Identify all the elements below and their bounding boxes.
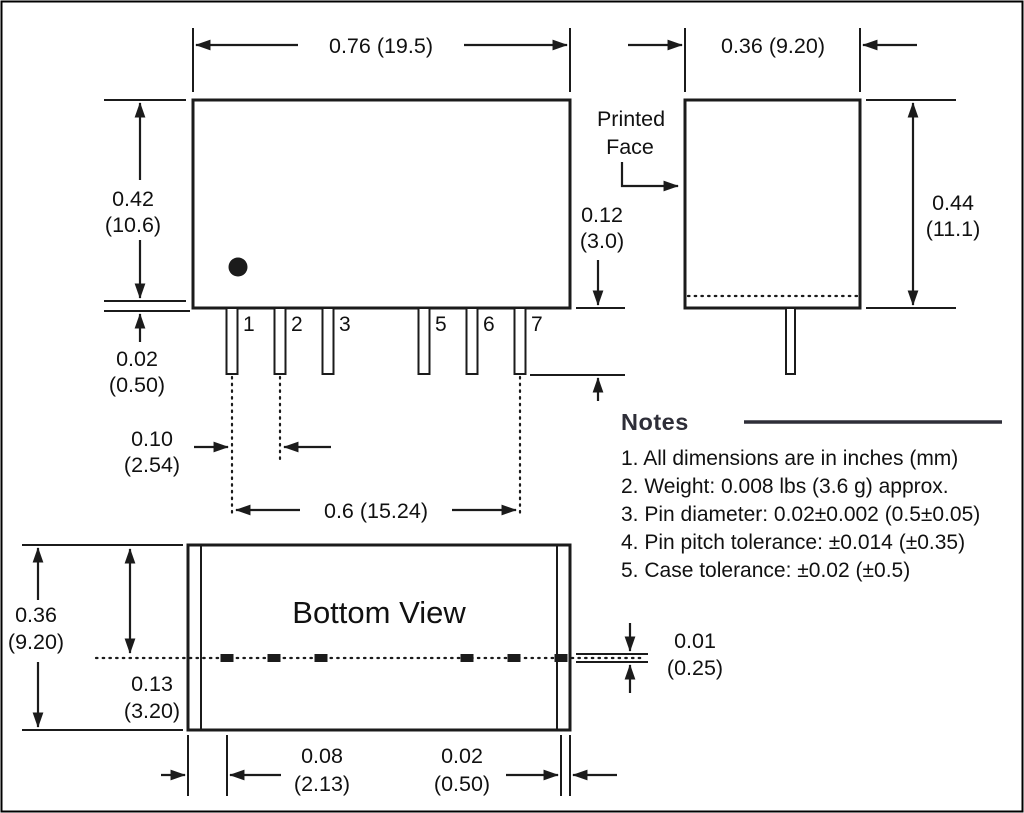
pin-lead-2 [273, 307, 287, 375]
note-item-5: 5. Case tolerance: ±0.02 (±0.5) [621, 559, 910, 582]
pin-pitch-label-in: 0.10 [131, 427, 173, 451]
side-view: 0.36 (9.20) 0.44 (11.1) Printed Face [597, 28, 981, 375]
edge-to-pin-label-in: 0.08 [301, 744, 343, 768]
solder-pad-1 [220, 654, 234, 662]
note-item-1: 1. All dimensions are in inches (mm) [621, 447, 958, 470]
side-view-pin [785, 307, 796, 375]
pin-number-3: 3 [339, 313, 351, 336]
pin-to-edge-label-mm: (0.50) [434, 772, 490, 796]
note-item-4: 4. Pin pitch tolerance: ±0.014 (±0.35) [621, 531, 965, 554]
standoff-dimension: 0.02 (0.50) [104, 310, 190, 397]
printed-face-callout: Printed Face [597, 107, 679, 192]
side-height-label-mm: (11.1) [926, 217, 981, 241]
pin-number-1: 1 [243, 313, 255, 336]
front-height-dimension: 0.42 (10.6) [104, 99, 186, 302]
edge-to-pin-label-mm: (2.13) [294, 772, 350, 796]
front-width-dimension: 0.76 (19.5) [192, 28, 571, 92]
pin-number-7: 7 [531, 313, 543, 336]
bottom-depth-label-in: 0.36 [15, 603, 57, 627]
pin-row-offset-dimension: 0.13 (3.20) [124, 548, 180, 723]
pin-lead-6 [465, 307, 479, 375]
edge-offset-dimensions: 0.08 (2.13) 0.02 (0.50) [161, 735, 617, 796]
front-height-label-in: 0.42 [112, 187, 154, 211]
printed-face-label-line2: Face [606, 135, 654, 159]
pin-lead-5 [417, 307, 431, 375]
note-item-2: 2. Weight: 0.008 lbs (3.6 g) approx. [621, 475, 949, 498]
solder-pad-2 [267, 654, 281, 662]
pad-width-dimension: 0.01 (0.25) [576, 623, 723, 693]
pin-to-edge-label-in: 0.02 [441, 744, 483, 768]
pin-span-label: 0.6 (15.24) [324, 499, 428, 523]
solder-pad-5 [460, 654, 474, 662]
pin-length-dimension: 0.12 (3.0) [530, 203, 625, 401]
side-view-body [683, 98, 862, 310]
standoff-label-mm: (0.50) [109, 373, 165, 397]
solder-pad-3 [314, 654, 328, 662]
notes-title: Notes [621, 409, 689, 435]
bottom-view-body [186, 543, 572, 732]
pin-span-dimension: 0.6 (15.24) [235, 499, 517, 523]
solder-pad-7 [554, 654, 568, 662]
note-item-3: 3. Pin diameter: 0.02±0.002 (0.5±0.05) [621, 503, 980, 526]
side-height-label-in: 0.44 [932, 191, 974, 215]
printed-face-arrow [620, 162, 679, 192]
bottom-view: Bottom View 0.36 (9.20) 0.13 (3.20) [8, 543, 723, 796]
pin-pitch-label-mm: (2.54) [124, 453, 180, 477]
pin-number-5: 5 [435, 313, 447, 336]
pad-width-label-mm: (0.25) [667, 656, 723, 680]
side-height-dimension: 0.44 (11.1) [866, 99, 981, 309]
pin-lead-7 [513, 307, 527, 375]
pin-length-label-in: 0.12 [581, 203, 623, 227]
pin-lead-1 [225, 307, 239, 375]
bottom-depth-label-mm: (9.20) [8, 630, 64, 654]
printed-face-label-line1: Printed [597, 107, 665, 131]
standoff-label-in: 0.02 [116, 347, 158, 371]
side-width-dimension: 0.36 (9.20) [628, 28, 917, 92]
solder-pad-6 [507, 654, 521, 662]
side-width-label: 0.36 (9.20) [721, 34, 825, 58]
pin1-indicator-dot [228, 257, 248, 277]
pin-row-offset-label-mm: (3.20) [124, 699, 180, 723]
pin-pitch-dimension: 0.10 (2.54) [124, 427, 331, 477]
bottom-view-label: Bottom View [292, 595, 466, 630]
pin-row-offset-label-in: 0.13 [131, 672, 173, 696]
pad-width-label-in: 0.01 [674, 629, 716, 653]
pin-number-6: 6 [483, 313, 495, 336]
bottom-depth-dimension: 0.36 (9.20) [8, 544, 183, 731]
front-width-label: 0.76 (19.5) [329, 34, 433, 58]
pin-lead-3 [321, 307, 335, 375]
front-view: 1 2 3 5 6 7 0.76 (19.5) 0.42 (10.6) [104, 28, 625, 523]
front-view-body [191, 98, 572, 310]
pin-length-label-mm: (3.0) [580, 229, 624, 253]
notes-panel: Notes 1. All dimensions are in inches (m… [621, 409, 1002, 582]
pin-number-2: 2 [291, 313, 303, 336]
front-height-label-mm: (10.6) [105, 213, 161, 237]
